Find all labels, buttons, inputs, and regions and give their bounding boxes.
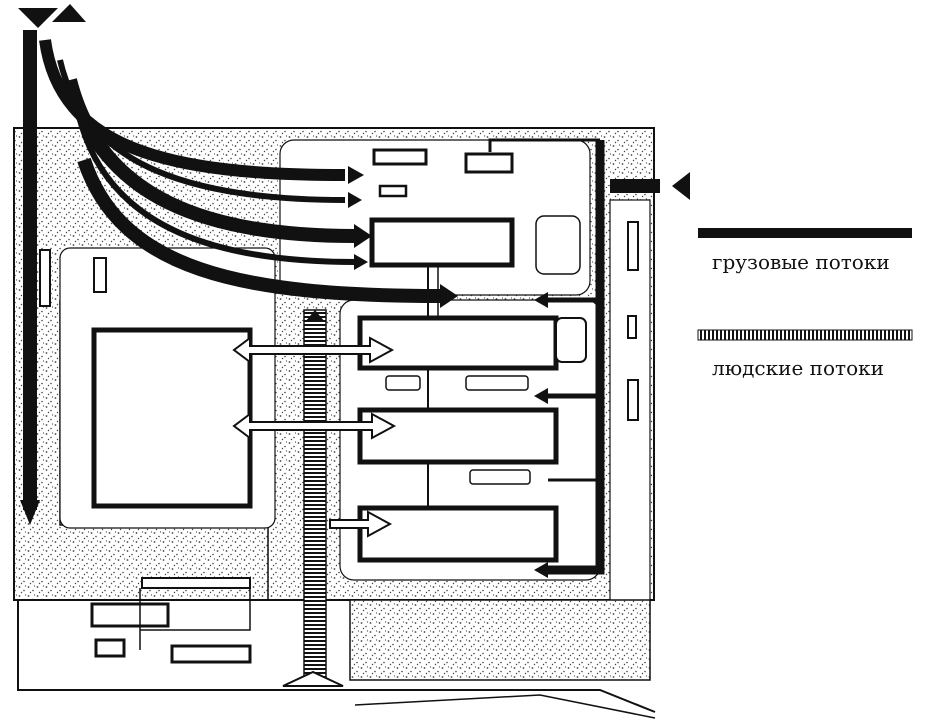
lower-site-area bbox=[17, 599, 656, 719]
legend-cargo-label: грузовые потоки bbox=[712, 250, 890, 274]
legend-cargo-swatch bbox=[698, 228, 912, 238]
people-flows bbox=[232, 309, 397, 687]
legend-swatches bbox=[697, 228, 913, 341]
legend-people-swatch bbox=[697, 329, 913, 341]
main-hall-building bbox=[91, 327, 253, 509]
workshop-buildings bbox=[357, 217, 587, 563]
small-structures bbox=[39, 148, 639, 485]
legend-people-label: людские потоки bbox=[712, 356, 884, 380]
cargo-flows bbox=[18, 4, 690, 578]
lower-outbuildings bbox=[90, 577, 252, 664]
